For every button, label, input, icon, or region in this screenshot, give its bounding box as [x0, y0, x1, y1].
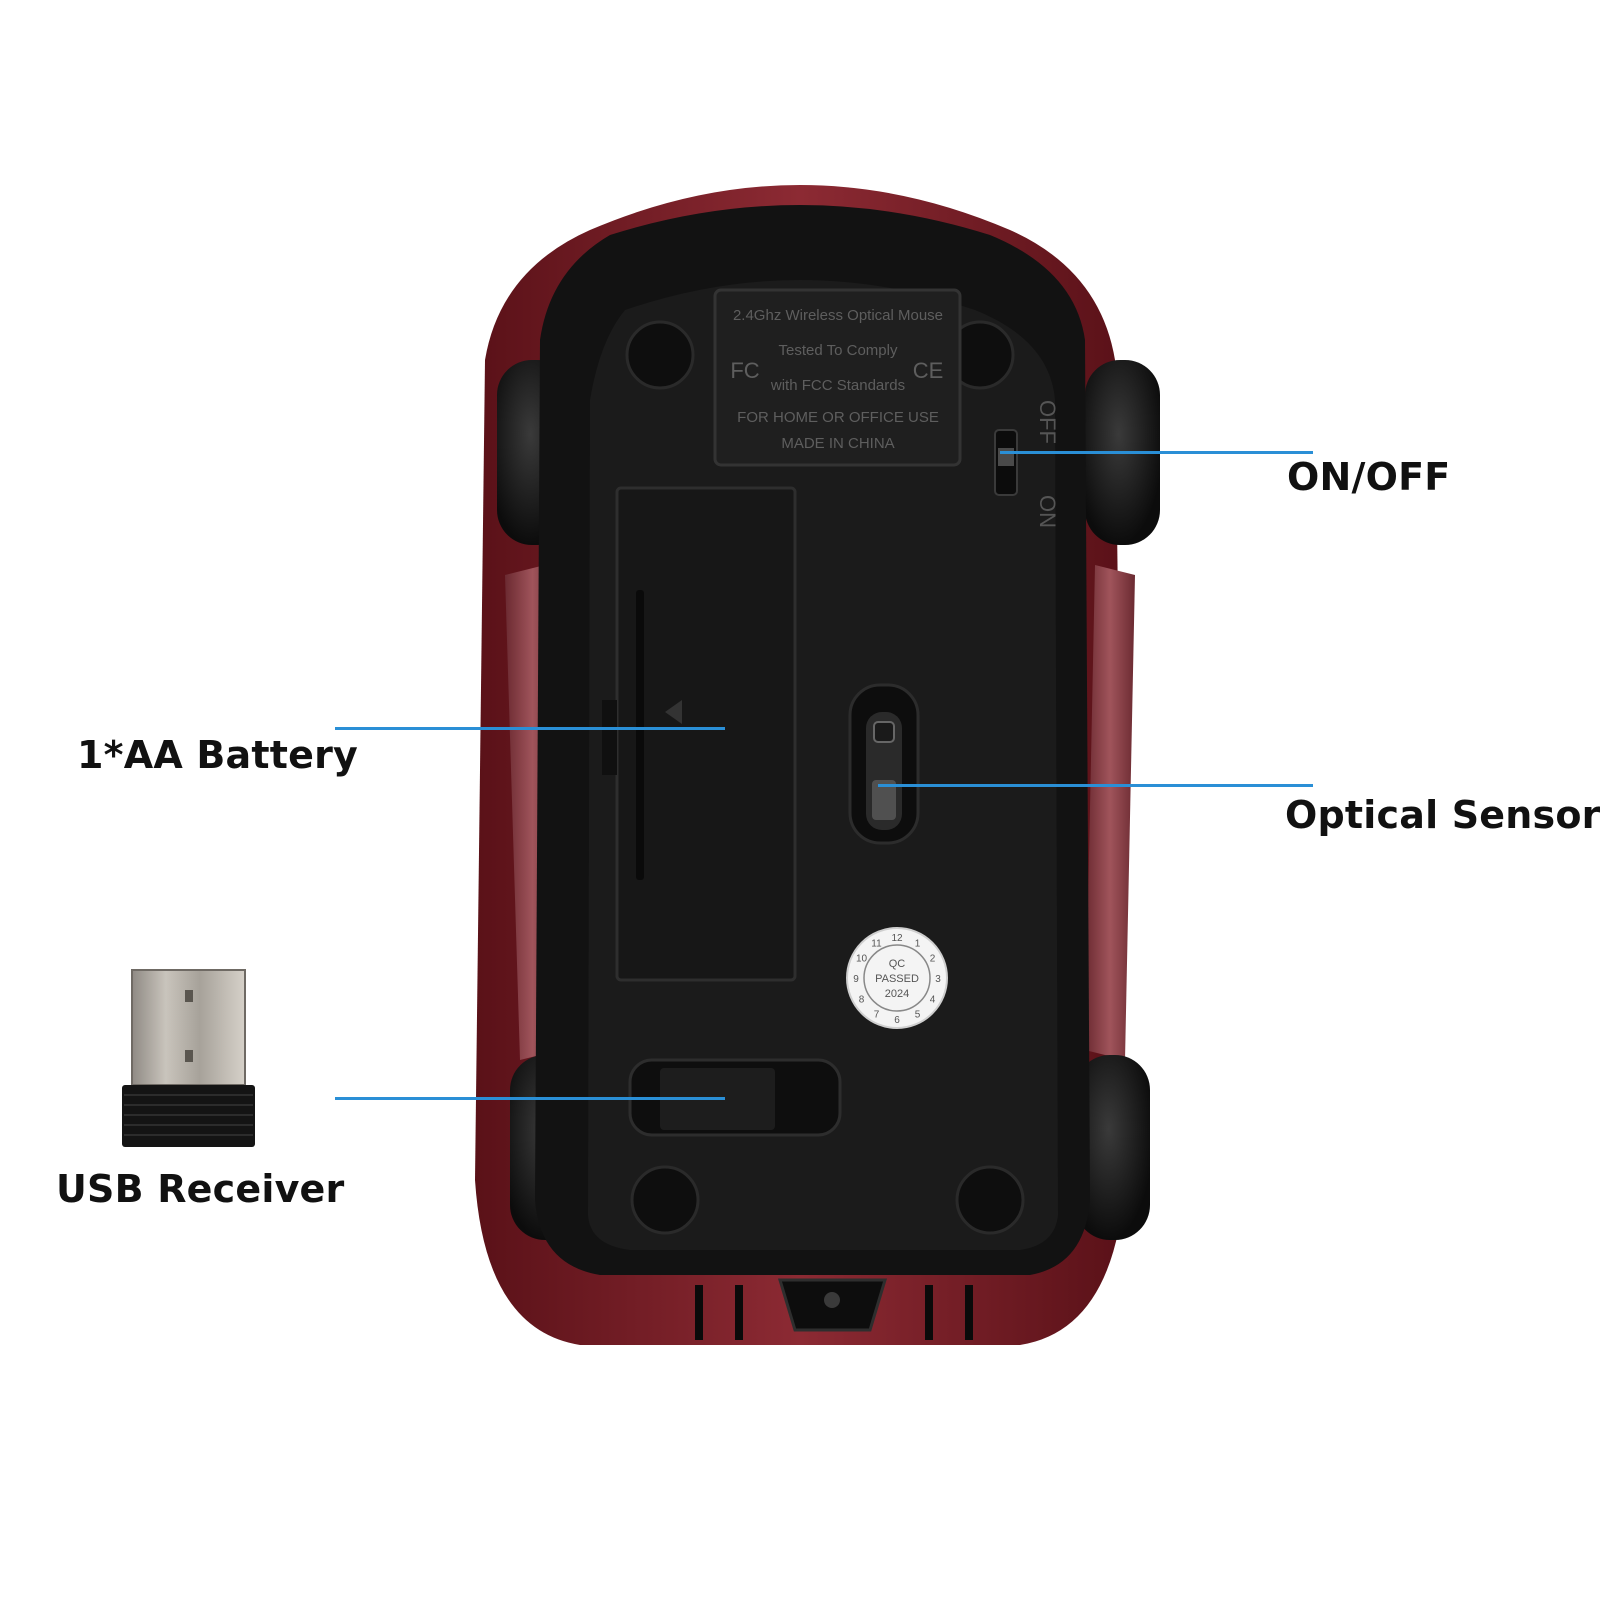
leader-battery — [335, 727, 725, 730]
product-label-line1: 2.4Ghz Wireless Optical Mouse — [733, 307, 943, 324]
rear-vents — [695, 1285, 973, 1340]
qc-month-7: 7 — [874, 1010, 880, 1021]
qc-line2: PASSED — [875, 973, 919, 985]
qc-month-12: 12 — [891, 933, 903, 944]
foot-pad-bottom-right — [955, 1165, 1025, 1235]
foot-pad-top-left — [625, 320, 695, 390]
optical-sensor-window — [872, 780, 896, 820]
qc-month-1: 1 — [915, 939, 921, 950]
qc-line3: 2024 — [885, 988, 909, 1000]
qc-month-3: 3 — [935, 974, 941, 985]
callout-on-off: ON/OFF — [1287, 455, 1451, 499]
qc-month-8: 8 — [859, 995, 865, 1006]
wheel-rear-right — [1075, 1055, 1150, 1240]
product-label-line3: with FCC Standards — [770, 377, 905, 394]
qc-month-4: 4 — [930, 995, 936, 1006]
leader-on-off — [1000, 451, 1313, 454]
optical-sensor-led — [873, 721, 895, 743]
callout-usb-receiver: USB Receiver — [56, 1167, 345, 1211]
product-label-plate — [713, 288, 962, 467]
product-label-fc: FC — [730, 358, 759, 383]
switch-label-off: OFF — [1035, 400, 1060, 444]
usb-receiver-illustration — [122, 969, 255, 1147]
qc-line1: QC — [889, 958, 906, 970]
qc-month-5: 5 — [915, 1010, 921, 1021]
qc-month-10: 10 — [856, 954, 868, 965]
product-label-line2: Tested To Comply — [779, 342, 898, 359]
qc-sticker — [846, 927, 948, 1029]
leader-usb-receiver — [335, 1097, 725, 1100]
battery-cover-groove — [636, 590, 644, 880]
battery-cover-arrow — [665, 700, 682, 724]
usb-receiver-plug — [131, 969, 246, 1086]
battery-cover-notch — [602, 700, 617, 775]
qc-sticker-inner — [863, 944, 931, 1012]
switch-label-on: ON — [1035, 495, 1060, 528]
qc-month-9: 9 — [853, 974, 859, 985]
product-label-ce: CE — [913, 358, 944, 383]
foot-pad-bottom-left — [630, 1165, 700, 1235]
qc-month-6: 6 — [894, 1015, 900, 1026]
callout-battery: 1*AA Battery — [77, 733, 358, 777]
qc-month-11: 11 — [871, 939, 882, 950]
rear-socket-hole — [824, 1292, 840, 1308]
product-label-line4: FOR HOME OR OFFICE USE — [737, 409, 939, 426]
callout-optical-sensor: Optical Sensor — [1285, 793, 1600, 837]
right-side-strip — [1085, 565, 1135, 1060]
product-label-line5: MADE IN CHINA — [781, 435, 894, 452]
leader-optical-sensor — [878, 784, 1313, 787]
qc-month-2: 2 — [930, 954, 936, 965]
